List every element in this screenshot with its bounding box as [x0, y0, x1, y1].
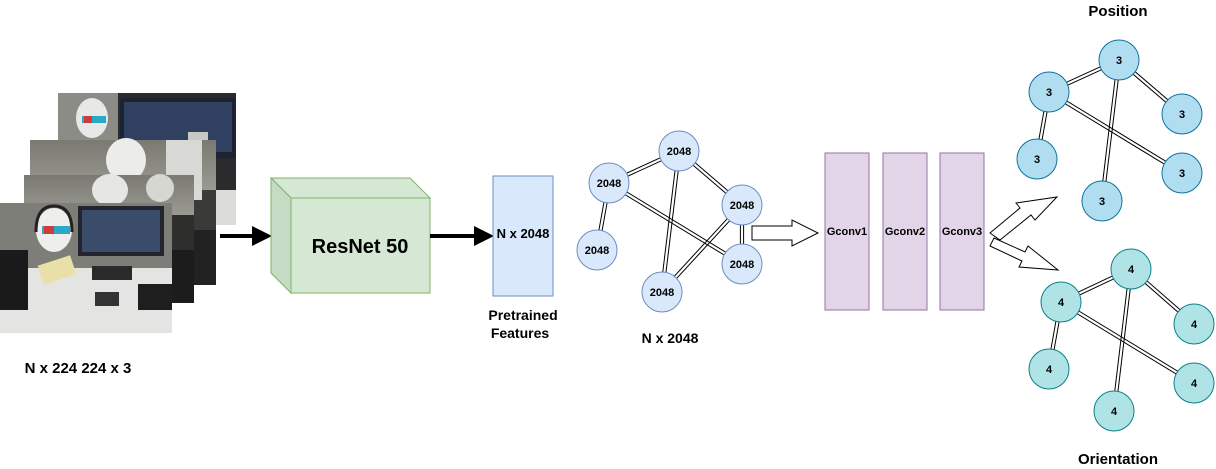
feature-graph-node: 2048	[721, 243, 763, 285]
orientation-graph-node-label: 4	[1058, 297, 1065, 309]
position-graph-node: 3	[1081, 180, 1123, 222]
orientation-graph-node: 4	[1040, 281, 1082, 323]
position-graph: 3 3 3 3 3 3	[1016, 39, 1203, 222]
orientation-graph-node-label: 4	[1111, 406, 1118, 418]
feature-graph-node: 2048	[658, 130, 700, 172]
orientation-graph-node-label: 4	[1191, 378, 1198, 390]
feature-graph-node: 2048	[576, 229, 618, 271]
feature-graph-caption: N x 2048	[642, 330, 699, 346]
feature-graph-node-label: 2048	[650, 287, 674, 299]
gconv-layers: Gconv1 Gconv2 Gconv3	[824, 152, 985, 311]
arrow-gconv-to-orientation	[989, 237, 1060, 271]
feature-graph-node-label: 2048	[730, 259, 754, 271]
position-graph-node-label: 3	[1099, 196, 1105, 208]
resnet50-block: ResNet 50	[269, 176, 432, 295]
gconv-layer: Gconv2	[882, 152, 928, 311]
orientation-graph-node: 4	[1093, 390, 1135, 432]
feature-graph-edge	[607, 181, 744, 266]
position-graph-node-label: 3	[1046, 87, 1052, 99]
orientation-graph-node: 4	[1110, 248, 1152, 290]
feature-graph: 2048 2048 2048 2048 2048 2048	[576, 130, 763, 313]
orientation-graph-node-label: 4	[1128, 264, 1135, 276]
position-graph-node: 3	[1028, 71, 1070, 113]
arrow-input-to-resnet	[220, 226, 272, 246]
position-graph-edge	[1047, 90, 1184, 175]
position-graph-node-label: 3	[1179, 168, 1185, 180]
position-graph-node: 3	[1161, 152, 1203, 194]
feature-graph-node: 2048	[588, 162, 630, 204]
orientation-graph-node-label: 4	[1191, 319, 1198, 331]
gconv-layer: Gconv1	[824, 152, 870, 311]
feature-graph-node-label: 2048	[667, 146, 691, 158]
gconv-layer-label: Gconv2	[885, 226, 925, 238]
orientation-graph: 4 4 4 4 4 4	[1028, 248, 1215, 432]
pretrained-features-block: N x 2048 Pretrained Features	[488, 175, 558, 341]
feature-graph-node: 2048	[721, 184, 763, 226]
position-graph-node-label: 3	[1116, 55, 1122, 67]
orientation-graph-node: 4	[1173, 303, 1215, 345]
arrow-graph-to-gconv	[751, 219, 820, 247]
position-graph-node-label: 3	[1179, 109, 1185, 121]
position-graph-node: 3	[1098, 39, 1140, 81]
gconv-layer: Gconv3	[939, 152, 985, 311]
features-caption-line2: Features	[491, 325, 550, 341]
position-graph-title: Position	[1088, 3, 1147, 20]
feature-graph-node-label: 2048	[585, 245, 609, 257]
input-image-stack: N x 224 224 x 3	[0, 93, 236, 377]
orientation-graph-edge	[1111, 268, 1134, 412]
feature-graph-node: 2048	[641, 271, 683, 313]
resnet50-label: ResNet 50	[312, 236, 409, 258]
position-graph-edge	[1099, 59, 1122, 202]
position-graph-node-label: 3	[1034, 154, 1040, 166]
feature-graph-edge	[659, 150, 682, 293]
feature-graph-node-label: 2048	[597, 178, 621, 190]
input-shape-label: N x 224 224 x 3	[25, 360, 132, 377]
orientation-graph-node-label: 4	[1046, 364, 1053, 376]
arrow-resnet-to-features	[430, 226, 494, 246]
arrow-gconv-to-position	[989, 196, 1059, 241]
features-shape-label: N x 2048	[497, 226, 550, 241]
gconv-layer-label: Gconv1	[827, 226, 867, 238]
features-caption-line1: Pretrained	[488, 307, 557, 323]
position-graph-node: 3	[1016, 138, 1058, 180]
orientation-graph-node: 4	[1173, 362, 1215, 404]
position-graph-node: 3	[1161, 93, 1203, 135]
input-frame-front	[0, 203, 172, 333]
gconv-layer-label: Gconv3	[942, 226, 982, 238]
feature-graph-node-label: 2048	[730, 200, 754, 212]
orientation-graph-node: 4	[1028, 348, 1070, 390]
orientation-graph-title: Orientation	[1078, 451, 1158, 468]
orientation-graph-edge	[1059, 300, 1196, 385]
